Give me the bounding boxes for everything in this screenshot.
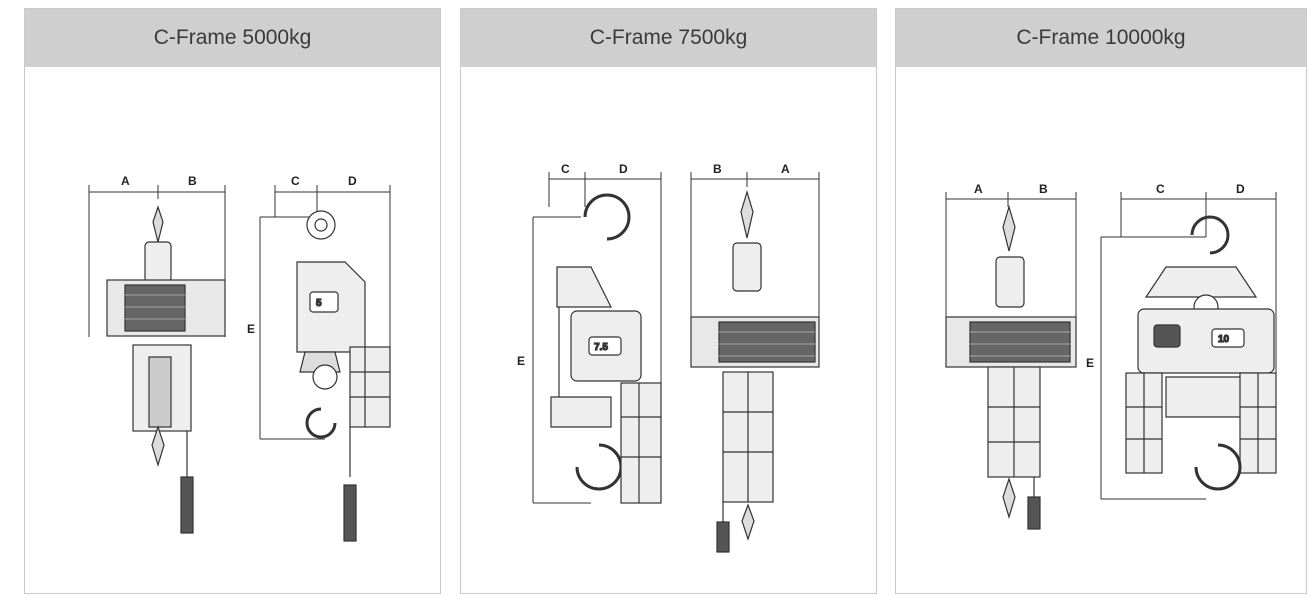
hoist-side-view: 10 [1125,215,1277,491]
panel-7500kg: C-Frame 7500kg C D E 7.5 [460,8,877,594]
capacity-badge: 10 [1218,334,1230,345]
capacity-badge: 5 [316,298,322,309]
dim-label-d: D [1236,182,1245,196]
dim-label-b: B [713,162,722,176]
hoist-front-view [690,189,820,553]
hoist-side-view: 5 [296,210,391,542]
dim-label-b: B [1039,182,1048,196]
panel-title: C-Frame 5000kg [25,9,440,67]
hoist-drawing-5000kg: A B C D E [88,174,391,542]
dim-label-a: A [121,174,130,188]
dim-label-e: E [517,354,525,368]
hoist-front-view [945,204,1077,530]
dim-label-c: C [561,162,570,176]
panel-title: C-Frame 10000kg [896,9,1306,67]
dim-label-e: E [1086,356,1094,370]
dim-label-d: D [619,162,628,176]
dim-label-c: C [291,174,300,188]
dim-label-b: B [188,174,197,188]
dim-label-c: C [1156,182,1165,196]
hoist-drawing-7500kg: C D E 7.5 B A [517,162,820,553]
dim-label-a: A [781,162,790,176]
hoist-front-view [106,205,226,534]
hoist-drawing-10000kg: A B C D E [945,182,1277,530]
capacity-badge: 7.5 [594,342,608,353]
hoist-side-view: 7.5 [550,193,662,504]
panel-10000kg: C-Frame 10000kg A B [895,8,1307,594]
panel-title: C-Frame 7500kg [461,9,876,67]
panel-5000kg: C-Frame 5000kg A B [24,8,441,594]
dim-label-a: A [974,182,983,196]
dim-label-d: D [348,174,357,188]
dim-label-e: E [247,322,255,336]
